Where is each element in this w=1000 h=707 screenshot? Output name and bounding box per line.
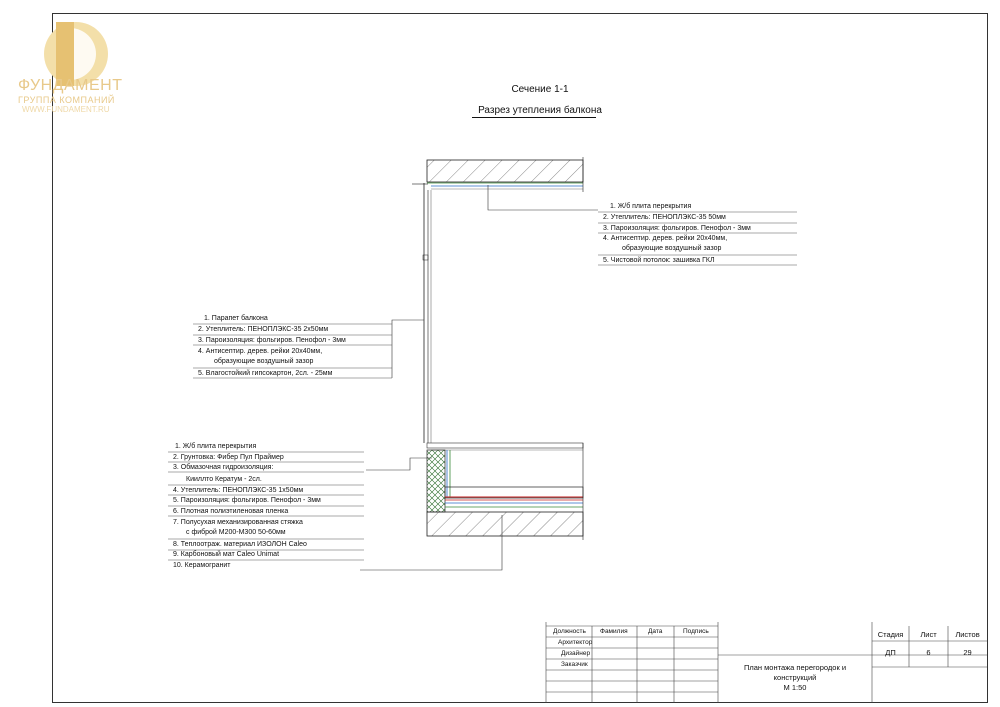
ceiling-note-3: 3. Пароизоляция: фольгиров. Пенофол - 3м… — [603, 225, 751, 232]
balcony-wall — [412, 183, 432, 443]
floor-note-1: 1. Ж/б плита перекрытия — [175, 443, 257, 450]
parapet-note-lines — [193, 323, 392, 379]
stamp-sheets-label: Листов — [955, 630, 980, 639]
stamp-sheets-value: 29 — [963, 648, 972, 657]
floor-note-5: 5. Пароизоляция: фольгиров. Пенофол - 3м… — [173, 497, 321, 504]
parapet-note-4: 4. Антисептир. дерев. рейки 20х40мм, — [198, 348, 323, 355]
stamp-title-line2: конструкций — [773, 673, 817, 682]
floor-note-9: 9. Карбоновый мат Caleo Unimat — [173, 551, 280, 558]
floor-note-3: 3. Обмазочная гидроизоляция: — [173, 464, 274, 471]
floor-note-3b: Кииллто Кератум - 2сл. — [186, 476, 262, 483]
stamp-header-signature: Подпись — [683, 628, 709, 635]
section-title: Сечение 1-1 — [511, 84, 569, 95]
stamp-title-line1: План монтажа перегородок и — [743, 663, 847, 672]
leader-lines — [360, 185, 598, 571]
logo-site: WWW.FUNDAMENT.RU — [22, 105, 110, 114]
floor-note-7b: с фиброй М200-М300 50-60мм — [186, 529, 286, 536]
ceiling-note-5: 5. Чистовой потолок: зашивка ГКЛ — [603, 257, 715, 264]
floor-note-10: 10. Керамогранит — [173, 562, 231, 569]
floor-slab — [426, 442, 584, 540]
stamp-scale: М 1:50 — [783, 683, 807, 692]
parapet-note-1: 1. Парапет балкона — [204, 315, 268, 322]
stamp-role-client: Заказчик — [561, 661, 588, 668]
ceiling-note-2: 2. Утеплитель: ПЕНОПЛЭКС-35 50мм — [603, 214, 726, 221]
floor-note-2: 2. Грунтовка: Фибер Пул Праймер — [173, 454, 284, 461]
stamp-header-name: Фамилия — [600, 628, 628, 635]
floor-note-lines — [168, 451, 364, 561]
floor-note-6: 6. Плотная полиэтиленовая пленка — [173, 508, 289, 515]
stamp-stage-label: Стадия — [877, 630, 904, 639]
floor-note-8: 8. Теплоотраж. материал ИЗОЛОН Caleo — [173, 541, 307, 548]
parapet-note-5: 5. Влагостойкий гипсокартон, 2сл. - 25мм — [198, 370, 333, 377]
stamp-sheet-label: Лист — [920, 630, 937, 639]
drawing-frame — [52, 13, 988, 703]
ceiling-note-4b: образующие воздушный зазор — [622, 245, 722, 252]
floor-note-7: 7. Полусухая механизированная стяжка — [173, 519, 303, 526]
floor-note-4: 4. Утеплитель: ПЕНОПЛЭКС-35 1х50мм — [173, 487, 304, 494]
stamp-header-date: Дата — [648, 628, 663, 635]
ceiling-note-4: 4. Антисептир. дерев. рейки 20х40мм, — [603, 235, 728, 242]
stamp-role-architect: Архитектор — [558, 639, 593, 646]
stamp-sheet-value: 6 — [926, 648, 931, 657]
stamp-role-designer: Дизайнер — [561, 650, 591, 657]
ceiling-slab — [426, 157, 584, 192]
logo-mark — [44, 22, 108, 86]
stamp-header-position: Должность — [553, 628, 586, 635]
logo-brand: ФУНДАМЕНТ — [18, 77, 123, 94]
subtitle-underline — [472, 117, 596, 118]
stamp-stage-value: ДП — [885, 648, 896, 657]
parapet-note-2: 2. Утеплитель: ПЕНОПЛЭКС-35 2х50мм — [198, 326, 329, 333]
logo-sub: ГРУППА КОМПАНИЙ — [18, 95, 115, 105]
ceiling-note-lines — [598, 211, 797, 266]
parapet-note-3: 3. Пароизоляция: фольгиров. Пенофол - 3м… — [198, 337, 346, 344]
title-block-grid — [545, 622, 987, 703]
ceiling-note-1: 1. Ж/б плита перекрытия — [610, 203, 692, 210]
parapet-note-4b: образующие воздушный зазор — [214, 358, 314, 365]
section-subtitle: Разрез утепления балкона — [478, 105, 602, 116]
